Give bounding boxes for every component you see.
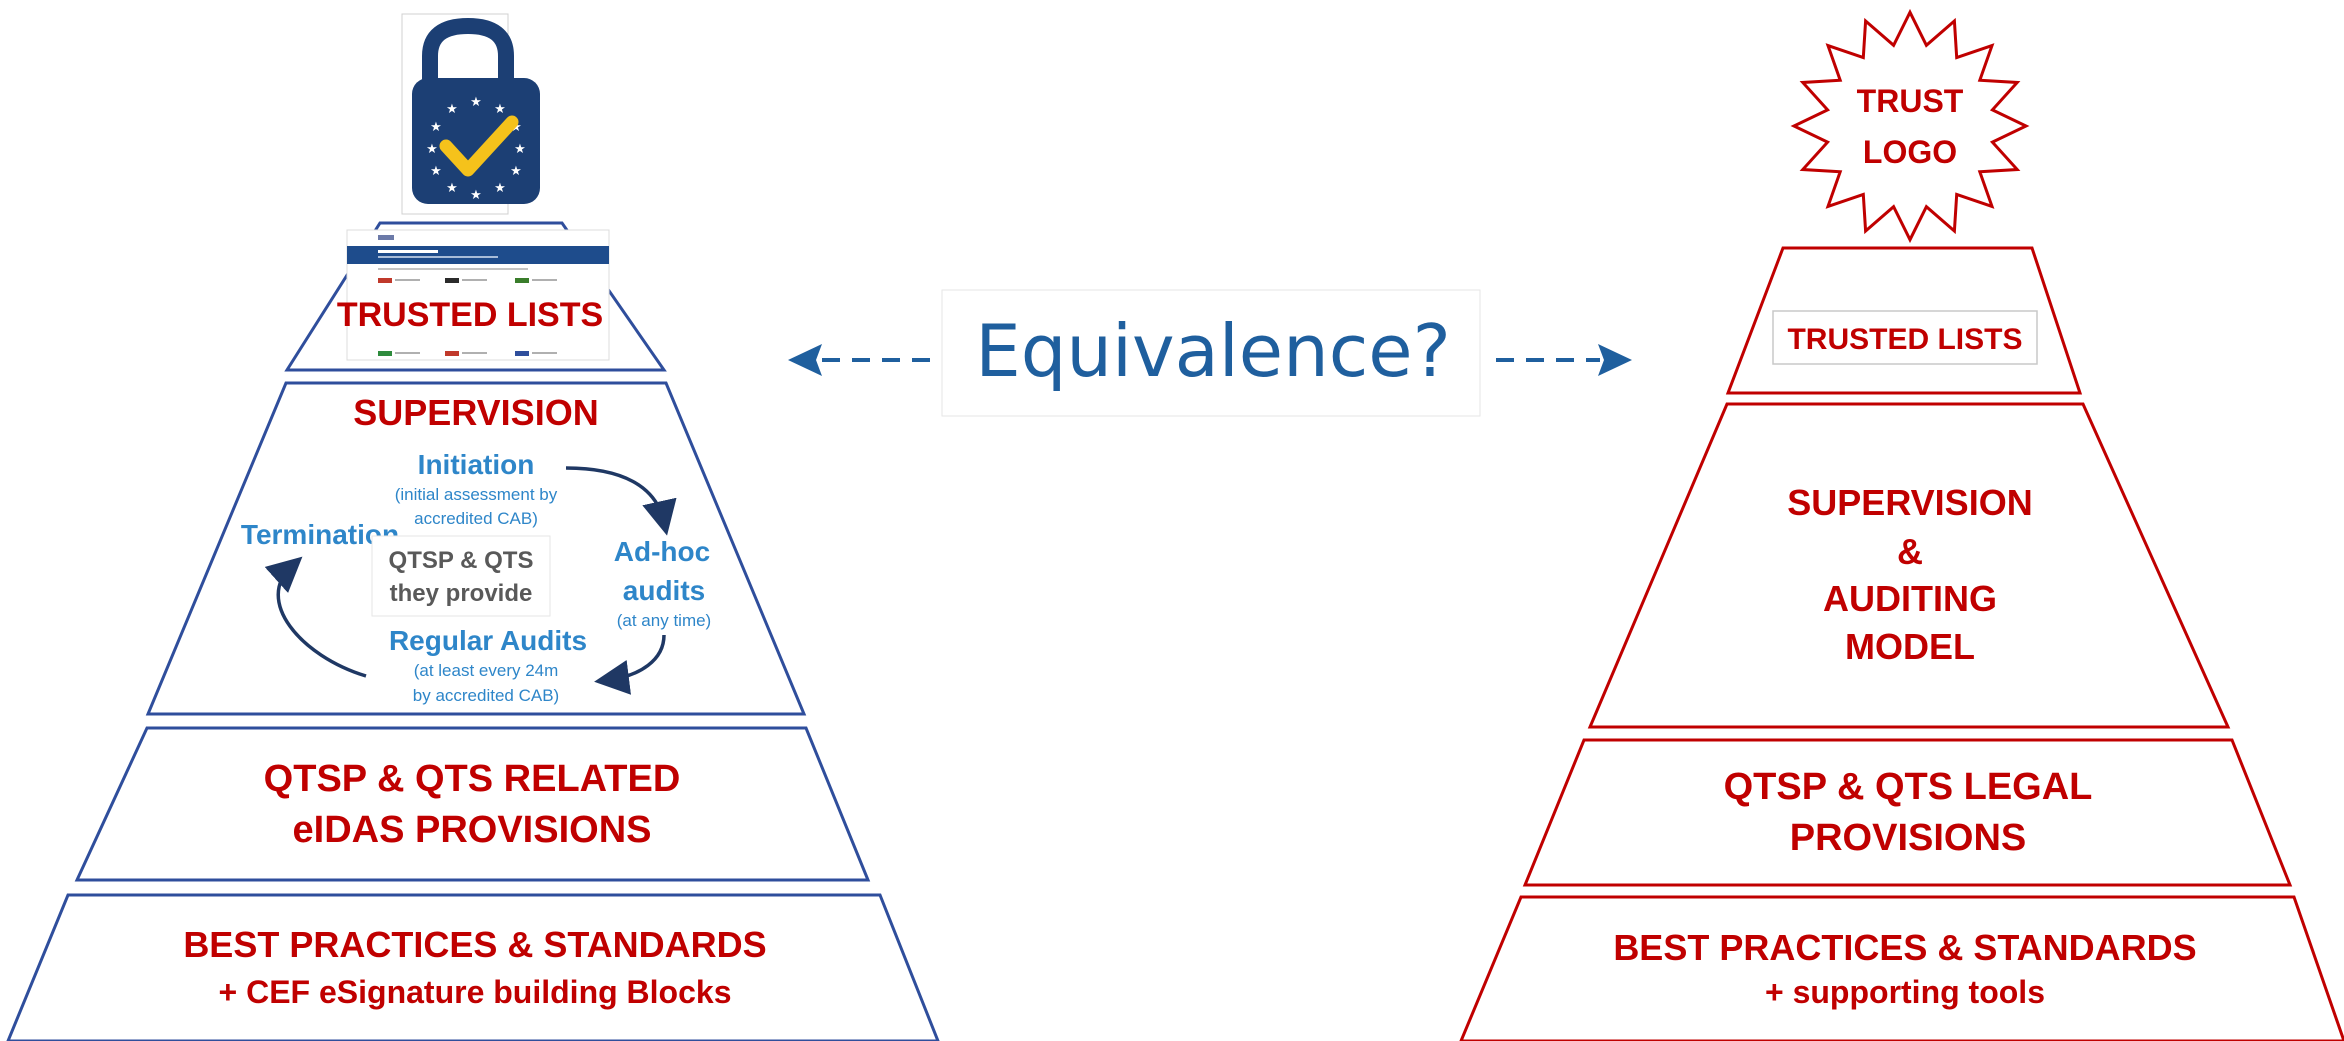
- right-best-line-2: + supporting tools: [1765, 974, 2045, 1010]
- right-tier-provisions: [1522, 738, 2293, 887]
- trust-logo-starburst-icon: TRUST LOGO: [1790, 8, 2030, 244]
- left-provisions-line-1: QTSP & QTS RELATED: [264, 758, 681, 800]
- right-supervision-line-2: &: [1897, 531, 1923, 572]
- left-tier-best-practices: [6, 893, 940, 1041]
- right-tier-best-practices: [1459, 895, 2344, 1041]
- equivalence-label: Equivalence?: [975, 309, 1451, 393]
- svg-text:★: ★: [494, 181, 506, 196]
- svg-text:★: ★: [430, 120, 442, 135]
- qtsp-center-line-1: QTSP & QTS: [389, 547, 534, 574]
- left-tier-provisions: [74, 726, 871, 882]
- regular-audits-title: Regular Audits: [389, 625, 587, 656]
- svg-text:★: ★: [494, 102, 506, 117]
- right-supervision-line-4: MODEL: [1845, 626, 1975, 667]
- left-best-line-2: + CEF eSignature building Blocks: [219, 974, 732, 1010]
- cycle-arrow-adhoc-to-regular: [594, 634, 666, 695]
- left-best-line-1: BEST PRACTICES & STANDARDS: [183, 924, 766, 965]
- cycle-arrow-regular-to-termination: [264, 556, 367, 678]
- left-supervision-title: SUPERVISION: [353, 392, 598, 433]
- right-supervision-line-3: AUDITING: [1823, 578, 1997, 619]
- svg-text:★: ★: [446, 102, 458, 117]
- svg-text:★: ★: [446, 181, 458, 196]
- supervision-cycle: Initiation (initial assessment by accred…: [241, 449, 711, 705]
- right-supervision-line-1: SUPERVISION: [1787, 482, 2032, 523]
- equivalence-connector: Equivalence?: [788, 289, 1632, 417]
- qtsp-center-line-2: they provide: [390, 580, 533, 607]
- left-pyramid: ★ ★ ★ ★ ★ ★ ★ ★ ★ ★ ★ ★: [6, 13, 940, 1041]
- initiation-note-2: accredited CAB): [414, 509, 538, 528]
- adhoc-title-2: audits: [623, 575, 705, 606]
- trust-logo-line-2: LOGO: [1863, 134, 1957, 170]
- right-provisions-line-2: PROVISIONS: [1790, 817, 2027, 859]
- svg-text:★: ★: [430, 164, 442, 179]
- right-provisions-line-1: QTSP & QTS LEGAL: [1724, 766, 2093, 808]
- right-trusted-lists-box: [1772, 310, 2038, 365]
- right-trusted-lists-label: TRUSTED LISTS: [1787, 323, 2022, 356]
- trusted-list-browser-thumbnail: [346, 229, 610, 361]
- equivalence-box: [941, 289, 1481, 417]
- adhoc-note: (at any time): [617, 611, 711, 630]
- svg-text:★: ★: [510, 120, 522, 135]
- regular-audits-note-2: by accredited CAB): [413, 686, 559, 705]
- eu-trust-mark-padlock-icon: ★ ★ ★ ★ ★ ★ ★ ★ ★ ★ ★ ★: [401, 13, 540, 215]
- right-best-line-1: BEST PRACTICES & STANDARDS: [1613, 927, 2196, 968]
- qtsp-center-box: [371, 535, 551, 617]
- right-arrowhead-icon: [1598, 344, 1632, 376]
- left-arrowhead-icon: [788, 344, 822, 376]
- right-pyramid: TRUST LOGO TRUSTED LISTS SUPERVISION & A…: [1459, 8, 2344, 1041]
- right-tier-supervision: [1587, 402, 2231, 729]
- left-provisions-line-2: eIDAS PROVISIONS: [293, 809, 652, 851]
- svg-text:★: ★: [470, 95, 482, 110]
- svg-text:★: ★: [470, 188, 482, 203]
- svg-text:★: ★: [514, 142, 526, 157]
- svg-text:★: ★: [426, 142, 438, 157]
- regular-audits-note-1: (at least every 24m: [414, 661, 559, 680]
- cycle-arrow-initiation-to-adhoc: [565, 466, 677, 536]
- trust-logo-line-1: TRUST: [1857, 83, 1964, 119]
- left-trusted-lists-label: TRUSTED LISTS: [337, 296, 603, 334]
- svg-text:★: ★: [510, 164, 522, 179]
- initiation-note-1: (initial assessment by: [395, 485, 558, 504]
- adhoc-title-1: Ad-hoc: [614, 536, 710, 567]
- initiation-title: Initiation: [418, 449, 535, 480]
